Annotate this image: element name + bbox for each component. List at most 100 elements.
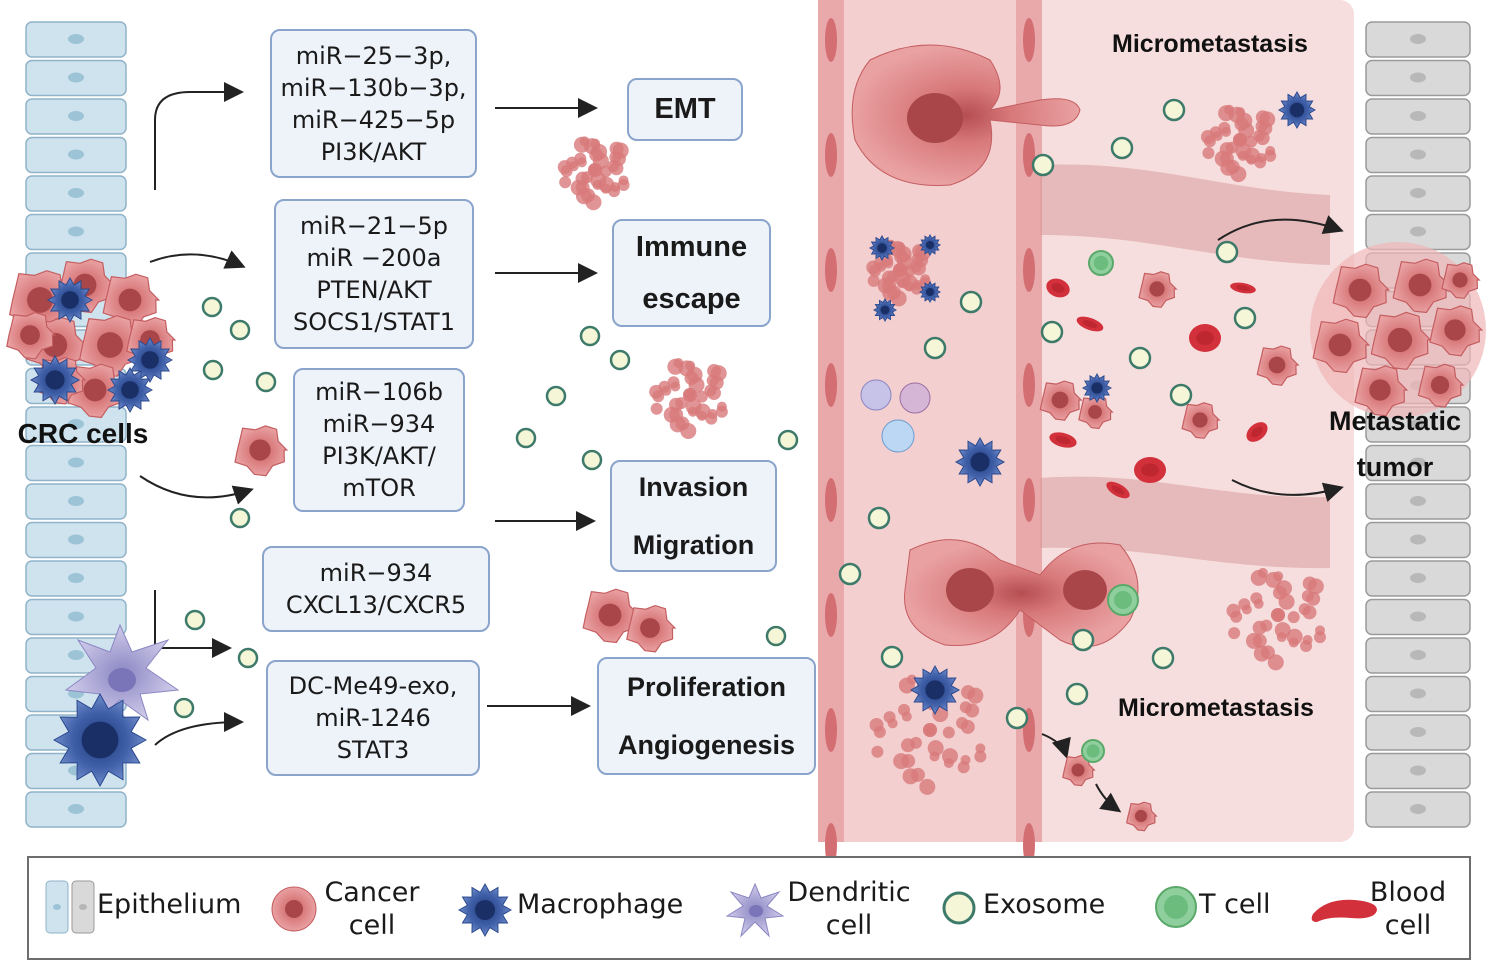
macrophage [954, 436, 1006, 488]
blood-cell [1246, 422, 1268, 442]
endothelial-nucleus [1023, 18, 1035, 62]
exosome [255, 371, 277, 393]
white-blood-cell [860, 379, 892, 411]
metastatic-tumor-label: Metastatic tumor [1310, 398, 1480, 490]
metastatic-tumor-cell [1312, 318, 1371, 374]
metastatic-tumor-cell [1392, 258, 1451, 314]
crc-macrophage [126, 336, 174, 384]
epithelial-cell [1365, 752, 1471, 790]
pathway-arrows [487, 98, 598, 716]
exosome [1162, 98, 1186, 122]
white-blood-cell [899, 382, 931, 414]
source-arrows [139, 82, 254, 746]
metastatic-tumor-cell [1354, 365, 1409, 417]
crc-cells-label: CRC cells [17, 418, 149, 449]
cancer-cell [582, 588, 641, 644]
cancer-cell [1181, 402, 1221, 439]
crc-macrophage [46, 276, 94, 324]
exosome [609, 349, 631, 371]
endothelial-nucleus [825, 248, 837, 292]
metastatic-tumor-cell [1417, 363, 1465, 408]
pathway-line: PTEN/AKT [316, 276, 432, 304]
pathway-box-immune: miR−21−5p miR −200a PTEN/AKT SOCS1/STAT1 [274, 199, 474, 349]
epithelial-cell [25, 598, 127, 636]
legend-label-macrophage: Macrophage [517, 889, 684, 920]
epithelial-cell [1365, 598, 1471, 636]
exosome [201, 296, 223, 318]
epithelial-cell [1365, 59, 1471, 97]
blood-cell [1134, 457, 1166, 483]
exosome [202, 359, 224, 381]
outcome-line: escape [642, 283, 741, 315]
legend-label-cancer-cell-text: Cancer cell [324, 877, 420, 941]
macrophage [872, 297, 898, 323]
cancer-cell [1126, 801, 1158, 832]
blood-cell [1049, 432, 1077, 448]
legend-label-dendritic-cell: Dendritic cell [779, 876, 919, 942]
micrometastasis-cluster-bottom-right [1226, 567, 1326, 671]
outcome-line: Invasion [638, 472, 749, 502]
cancer-cell [1062, 754, 1096, 787]
outcome-line: Angiogenesis [617, 730, 796, 760]
exosome [237, 647, 259, 669]
epithelial-cell [1365, 521, 1471, 559]
invading-cancer-cell-bottom [904, 539, 1139, 648]
epithelial-cell [25, 213, 127, 251]
endothelial-nucleus [825, 363, 837, 407]
exosome-icon [942, 891, 976, 925]
legend-label-epithelium: Epithelium [97, 889, 242, 920]
blood-cell [1106, 481, 1130, 499]
exosome [1040, 320, 1064, 344]
exosome [1215, 240, 1239, 264]
exosome [1065, 682, 1089, 706]
endothelial-nucleus [1023, 248, 1035, 292]
cancer-cell [1138, 271, 1178, 308]
epithelial-cell [1365, 637, 1471, 674]
pathway-line: miR−934 [319, 559, 433, 587]
blood-cell [1076, 316, 1104, 332]
macrophage [1081, 372, 1113, 404]
epithelial-cell [1365, 136, 1471, 174]
epithelial-cell [1365, 444, 1471, 482]
exosome [959, 290, 983, 314]
exosome [838, 562, 862, 586]
macrophage [918, 233, 942, 257]
macrophage-icon [457, 882, 513, 938]
exosome [923, 336, 947, 360]
cancer-cell [1039, 380, 1083, 421]
metastatic-tumor-cell [1429, 305, 1484, 357]
outcome-proliferation-angiogenesis: Proliferation Angiogenesis [597, 657, 816, 775]
micrometastasis-bottom-label: Micrometastasis [1118, 694, 1314, 722]
epithelium-icon [45, 880, 95, 934]
endothelial-nucleus [1023, 363, 1035, 407]
exosome [1031, 153, 1055, 177]
exosome [229, 507, 251, 529]
epithelial-cell [25, 560, 127, 597]
exosome [777, 429, 799, 451]
pathway-line: miR−425−5p [291, 105, 456, 134]
outcome-invasion-migration: Invasion Migration [610, 460, 777, 572]
exosome [1233, 306, 1257, 330]
metastatic-tumor-cell [1370, 311, 1433, 371]
micrometastasis-cluster-top [1200, 104, 1277, 183]
blood-cell [1230, 282, 1256, 294]
pathway-box-emt: miR−25−3p, miR−130b−3p, miR−425−5p PI3K/… [270, 29, 477, 178]
macrophage [868, 234, 896, 262]
legend-label-blood-cell: Blood cell [1363, 876, 1453, 942]
epithelial-cell [25, 444, 127, 482]
exosome [579, 325, 601, 347]
legend-label-exosome: Exosome [983, 889, 1106, 920]
exosome [1151, 646, 1175, 670]
macrophage-large [52, 692, 148, 788]
t-cell [1088, 250, 1114, 276]
blood-cell-icon [1311, 899, 1377, 922]
cancer-cell-icon [271, 886, 317, 932]
exosome [1169, 383, 1193, 407]
metastatic-tumor-cell [1441, 262, 1481, 299]
legend-label-t-cell: T cell [1199, 889, 1271, 920]
exosome [545, 385, 567, 407]
outcome-line: Immune [635, 231, 748, 263]
epithelial-cell [1365, 98, 1471, 135]
legend-label-cancer-cell: Cancer cell [317, 876, 427, 942]
